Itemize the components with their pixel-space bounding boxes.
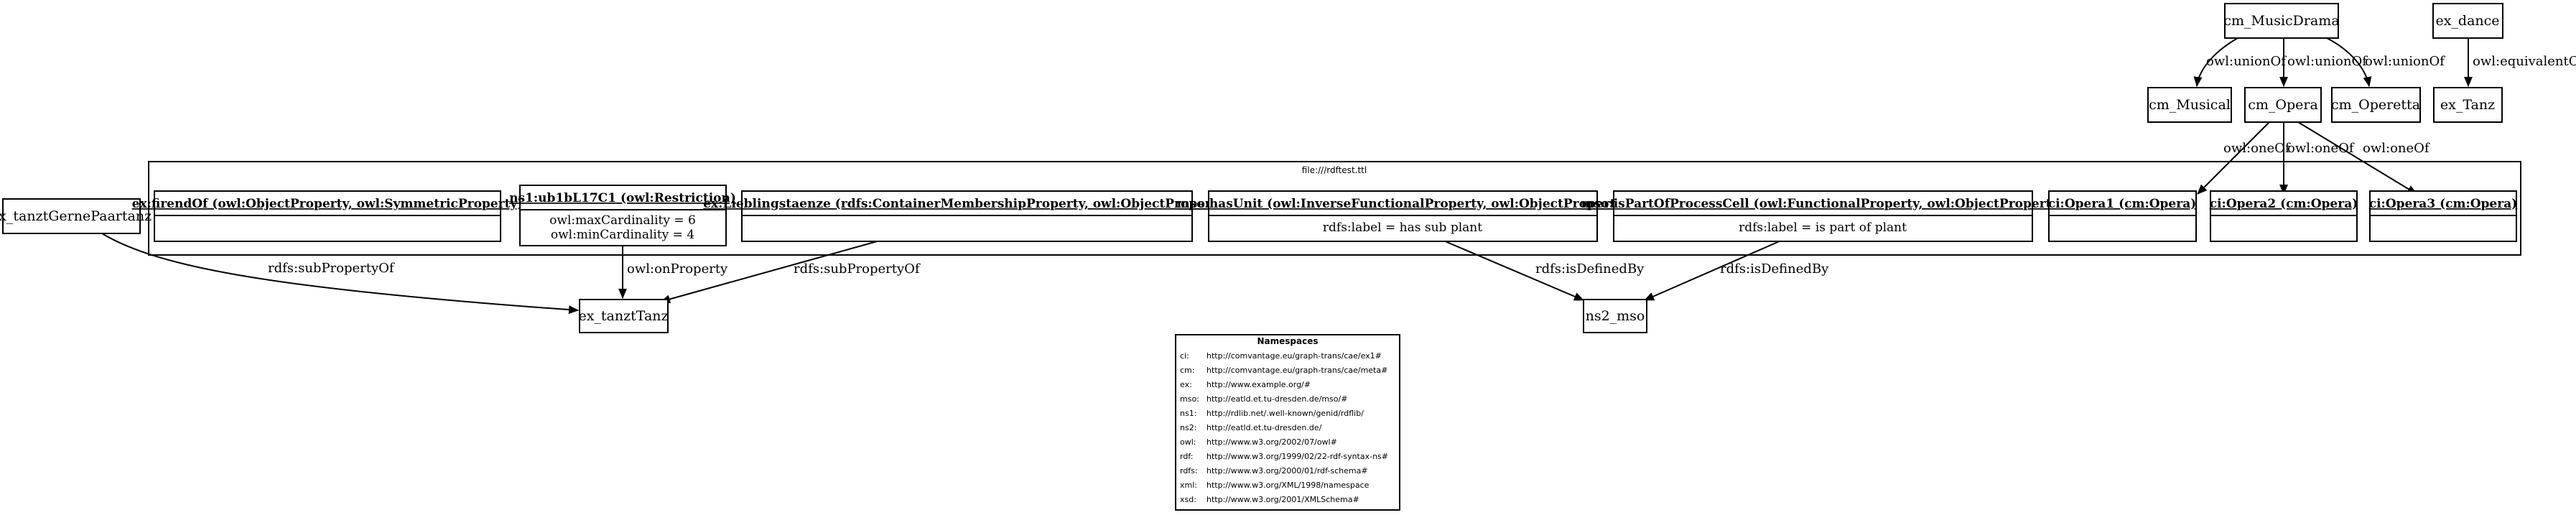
edge-label-union1: owl:unionOf	[2206, 54, 2287, 69]
edge-label-oneof2: owl:oneOf	[2287, 141, 2355, 156]
node-cm-opera[interactable]: cm_Opera	[2244, 87, 2322, 123]
edge-union-operetta: owl:unionOf	[2326, 37, 2445, 87]
namespace-prefix: ns1:	[1180, 409, 1196, 418]
edge-label-subprop2: rdfs:subPropertyOf	[794, 261, 921, 277]
node-cm-musical[interactable]: cm_Musical	[2147, 87, 2232, 123]
uml-title: ex:firendOf (owl:ObjectProperty, owl:Sym…	[132, 197, 524, 211]
namespace-row: xsd: http://www.w3.org/2001/XMLSchema#	[1180, 495, 1359, 504]
namespace-prefix: rdfs:	[1180, 466, 1198, 475]
namespace-row: rdf: http://www.w3.org/1999/02/22-rdf-syn…	[1180, 452, 1388, 461]
edge-label-equiv: owl:equivalentClass	[2473, 54, 2576, 69]
node-ex-dance[interactable]: ex_dance	[2432, 3, 2503, 39]
edge-definedby-hasunit: rdfs:isDefinedBy	[1443, 240, 1645, 301]
namespace-uri: http://comvantage.eu/graph-trans/cae/ex1…	[1206, 351, 1382, 361]
uml-attr-label: rdfs:label = is part of plant	[1739, 221, 1907, 235]
edge-label-definedby1: rdfs:isDefinedBy	[1535, 261, 1645, 277]
uml-ci-opera1[interactable]: ci:Opera1 (cm:Opera)	[2048, 190, 2197, 242]
namespaces-legend: Namespaces ci: http://comvantage.eu/graph…	[1175, 334, 1400, 511]
namespace-prefix: rdf:	[1180, 452, 1194, 461]
namespace-row: ns2: http://eatld.et.tu-dresden.de/	[1180, 423, 1322, 432]
uml-mso-hasunit[interactable]: mso:hasUnit (owl:InverseFunctionalProper…	[1177, 190, 1629, 242]
node-label: cm_MusicDrama	[2223, 13, 2339, 29]
edge-subprop-lieblings: rdfs:subPropertyOf	[660, 240, 921, 304]
namespace-uri: http://www.w3.org/2001/XMLSchema#	[1206, 495, 1359, 504]
uml-title: mso:hasUnit (owl:InverseFunctionalProper…	[1177, 197, 1629, 211]
uml-title: ci:Opera1 (cm:Opera)	[2048, 197, 2197, 211]
uml-attr-label: rdfs:label = has sub plant	[1323, 221, 1482, 235]
node-label: ex_dance	[2435, 13, 2499, 29]
edge-label-union2: owl:unionOf	[2287, 54, 2368, 69]
edge-label-oneof3: owl:oneOf	[2363, 141, 2430, 156]
node-label: cm_Opera	[2248, 97, 2318, 113]
namespace-uri: http://comvantage.eu/graph-trans/cae/met…	[1206, 366, 1387, 375]
namespace-row: cm: http://comvantage.eu/graph-trans/cae/…	[1180, 366, 1387, 375]
namespace-row: mso: http://eatld.et.tu-dresden.de/mso/#	[1180, 394, 1347, 404]
namespace-prefix: mso:	[1180, 394, 1199, 404]
node-label: cm_Musical	[2149, 97, 2231, 113]
edge-union-musical: owl:unionOf	[2193, 37, 2287, 87]
uml-ex-firendof[interactable]: ex:firendOf (owl:ObjectProperty, owl:Sym…	[132, 190, 524, 242]
edge-label-union3: owl:unionOf	[2365, 54, 2445, 69]
edge-label-onprop: owl:onProperty	[627, 261, 728, 277]
uml-title: ns1:ub1bL17C1 (owl:Restriction)	[509, 191, 736, 205]
edge-label-oneof1: owl:oneOf	[2223, 141, 2291, 156]
namespace-row: ex: http://www.example.org/#	[1180, 380, 1311, 389]
namespace-uri: http://www.w3.org/XML/1998/namespace	[1206, 481, 1370, 490]
uml-title: ci:Opera2 (cm:Opera)	[2210, 197, 2358, 211]
uml-title: mso:isPartOfProcessCell (owl:FunctionalP…	[1581, 197, 2065, 211]
namespace-uri: http://eatld.et.tu-dresden.de/	[1206, 423, 1322, 432]
edge-union-opera: owl:unionOf	[2279, 38, 2368, 87]
namespace-row: rdfs: http://www.w3.org/2000/01/rdf-schem…	[1180, 466, 1368, 475]
edge-oneof-opera1: owl:oneOf	[2197, 121, 2291, 195]
edge-definedby-ispartof: rdfs:isDefinedBy	[1644, 240, 1829, 301]
node-label: ns2_mso	[1586, 308, 1645, 324]
uml-title: ci:Opera3 (cm:Opera)	[2369, 197, 2518, 211]
namespace-prefix: ci:	[1180, 351, 1189, 361]
edge-label-definedby2: rdfs:isDefinedBy	[1720, 261, 1829, 277]
uml-ci-opera3[interactable]: ci:Opera3 (cm:Opera)	[2369, 190, 2518, 242]
node-cm-operetta[interactable]: cm_Operetta	[2331, 87, 2421, 123]
node-ex-tanzttanz[interactable]: ex_tanztTanz	[578, 299, 669, 333]
uml-mso-ispartofprocesscell[interactable]: mso:isPartOfProcessCell (owl:FunctionalP…	[1581, 190, 2065, 242]
edge-label-subprop1: rdfs:subPropertyOf	[268, 261, 395, 276]
namespace-uri: http://www.w3.org/2000/01/rdf-schema#	[1206, 466, 1368, 475]
namespace-prefix: ns2:	[1180, 423, 1196, 432]
namespace-row: ci: http://comvantage.eu/graph-trans/cae/…	[1180, 351, 1382, 361]
uml-attr-max-cardinality: owl:maxCardinality = 6	[549, 213, 696, 228]
node-ns2-mso[interactable]: ns2_mso	[1583, 299, 1647, 333]
edge-equivalent-class: owl:equivalentClass	[2464, 38, 2576, 87]
namespace-row: ns1: http://rdlib.net/.well-known/genid/r…	[1180, 409, 1364, 418]
edge-subprop-gernepaartanz: rdfs:subPropertyOf	[101, 233, 579, 315]
namespace-prefix: xsd:	[1180, 495, 1196, 504]
node-label: cm_Operetta	[2331, 97, 2420, 113]
node-cm-musicdrama[interactable]: cm_MusicDrama	[2223, 3, 2340, 39]
namespace-row: owl: http://www.w3.org/2002/07/owl#	[1180, 437, 1337, 447]
namespace-uri: http://eatld.et.tu-dresden.de/mso/#	[1206, 394, 1347, 404]
namespace-prefix: ex:	[1180, 380, 1192, 389]
edge-oneof-opera3: owl:oneOf	[2297, 121, 2430, 195]
node-ex-tanz[interactable]: ex_Tanz	[2433, 87, 2503, 123]
node-ex-tanztgernepaartanz[interactable]: ex_tanztGernePaartanz	[0, 198, 152, 234]
edge-onproperty: owl:onProperty	[618, 244, 728, 299]
uml-ns1-restriction[interactable]: ns1:ub1bL17C1 (owl:Restriction) owl:maxC…	[509, 185, 736, 246]
uml-ci-opera2[interactable]: ci:Opera2 (cm:Opera)	[2210, 190, 2358, 242]
node-label: ex_tanztTanz	[578, 308, 668, 324]
namespace-uri: http://www.w3.org/1999/02/22-rdf-syntax-…	[1206, 452, 1388, 461]
cluster-label: file:///rdftest.ttl	[1302, 165, 1367, 175]
edge-oneof-opera2: owl:oneOf	[2279, 122, 2355, 195]
namespace-prefix: xml:	[1180, 481, 1197, 490]
namespace-uri: http://www.example.org/#	[1206, 380, 1311, 389]
namespace-uri: http://www.w3.org/2002/07/owl#	[1206, 437, 1337, 447]
uml-attr-min-cardinality: owl:minCardinality = 4	[551, 228, 694, 242]
uml-title: ex:Lieblingstaenze (rdfs:ContainerMember…	[703, 197, 1230, 211]
namespace-row: xml: http://www.w3.org/XML/1998/namespace	[1180, 481, 1370, 490]
namespace-uri: http://rdlib.net/.well-known/genid/rdfli…	[1206, 409, 1364, 418]
namespace-prefix: cm:	[1180, 366, 1194, 375]
namespace-prefix: owl:	[1180, 437, 1196, 447]
uml-ex-lieblingstaenze[interactable]: ex:Lieblingstaenze (rdfs:ContainerMember…	[703, 190, 1230, 242]
node-label: ex_tanztGernePaartanz	[0, 208, 152, 224]
namespaces-title: Namespaces	[1257, 336, 1318, 346]
node-label: ex_Tanz	[2440, 97, 2495, 113]
